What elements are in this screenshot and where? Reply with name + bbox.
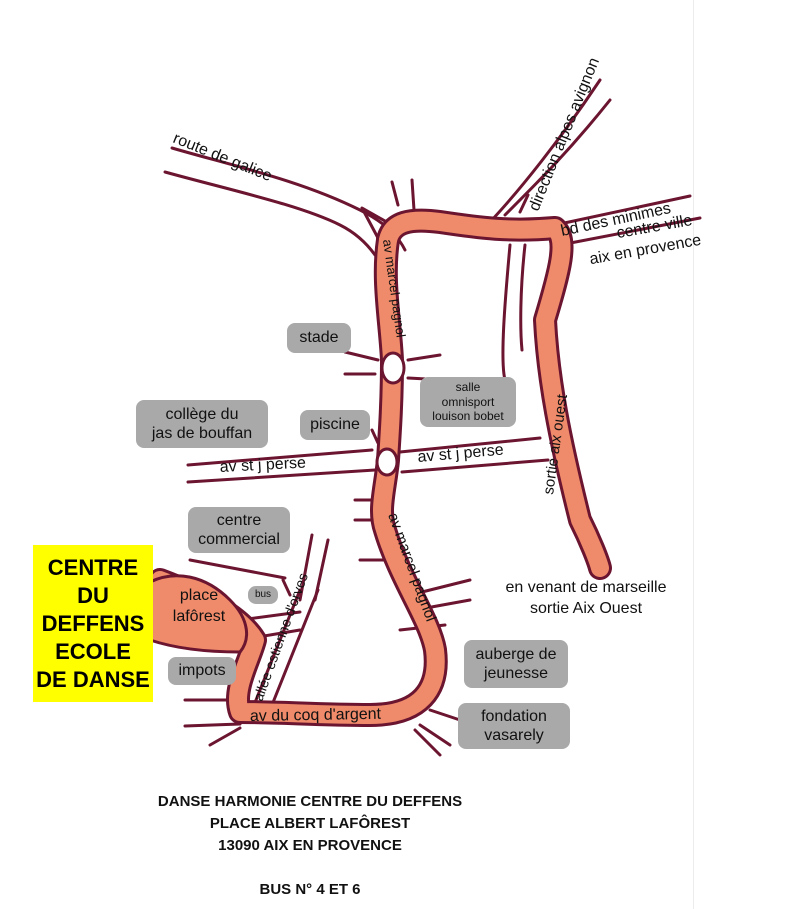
label-centre-commercial: centre commercial xyxy=(188,507,290,553)
page-edge-line xyxy=(693,0,694,909)
label-place-line1: place xyxy=(179,587,219,604)
label-auberge-line1: auberge de xyxy=(475,645,557,663)
label-fondation-line2: vasarely xyxy=(484,727,544,744)
label-piscine: piscine xyxy=(300,410,370,440)
label-stade: stade xyxy=(287,323,351,353)
label-salle-line1: salle xyxy=(455,380,481,395)
road-label-direction-alpes: direction alpes avignon xyxy=(526,55,603,213)
road-label-st-j-perse-right: av st j perse xyxy=(417,442,505,466)
label-college-line2: jas de bouffan xyxy=(151,425,253,442)
address-line1: DANSE HARMONIE CENTRE DU DEFFENS xyxy=(157,793,463,810)
label-bus-text: bus xyxy=(254,589,272,600)
label-fondation-vasarely: fondation vasarely xyxy=(458,703,570,749)
label-salle-line2: omnisport xyxy=(441,394,495,409)
label-place-line2: lafôrest xyxy=(172,608,226,625)
label-college: collège du jas de bouffan xyxy=(136,400,268,448)
address-line2: PLACE ALBERT LAFÔREST xyxy=(209,815,411,832)
label-centre-commercial-line2: commercial xyxy=(198,531,280,548)
label-college-line1: collège du xyxy=(165,405,239,423)
label-centre-commercial-line1: centre xyxy=(216,511,262,529)
label-from-marseille: en venant de marseille sortie Aix Ouest xyxy=(486,577,686,619)
destination-line4: DE DANSE xyxy=(36,666,150,692)
label-place-laforest: place lafôrest xyxy=(166,585,232,627)
label-auberge-line2: jeunesse xyxy=(483,665,549,682)
road-label-coq-argent: av du coq d'argent xyxy=(250,706,382,725)
label-salle-omnisport: salle omnisport louison bobet xyxy=(420,377,516,427)
roundabout-south xyxy=(375,447,399,477)
label-impots: impots xyxy=(168,657,236,685)
label-fondation-line1: fondation xyxy=(481,707,547,725)
roundabout-north xyxy=(380,351,406,385)
label-salle-line3: louison bobet xyxy=(432,409,504,424)
minor-roads xyxy=(163,78,702,757)
destination-line1: CENTRE xyxy=(47,554,139,580)
label-impots-text: impots xyxy=(178,662,226,680)
bus-info: BUS N° 4 ET 6 xyxy=(259,881,361,898)
label-marseille-line1: en venant de marseille xyxy=(505,579,667,596)
label-piscine-text: piscine xyxy=(310,416,360,434)
destination-line3: ECOLE xyxy=(55,638,131,664)
destination-box: CENTRE DU DEFFENS ECOLE DE DANSE xyxy=(33,545,153,702)
label-stade-text: stade xyxy=(299,329,339,347)
address-line3: 13090 AIX EN PROVENCE xyxy=(218,837,402,854)
label-marseille-line2: sortie Aix Ouest xyxy=(529,600,643,617)
label-bus-stop: bus xyxy=(248,586,278,604)
destination-line2: DU DEFFENS xyxy=(41,582,145,636)
road-label-st-j-perse-left: av st j perse xyxy=(219,454,306,475)
label-auberge-jeunesse: auberge de jeunesse xyxy=(464,640,568,688)
